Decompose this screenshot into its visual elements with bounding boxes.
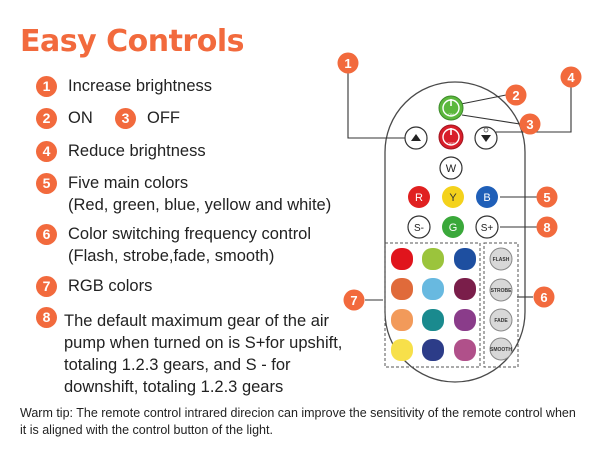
rgb-color-button[interactable] — [391, 278, 413, 300]
svg-text:6: 6 — [540, 290, 547, 305]
yellow-label: Y — [449, 192, 457, 204]
svg-text:1: 1 — [344, 56, 351, 71]
rgb-color-button[interactable] — [422, 339, 444, 361]
legend-badge-5: 5 — [36, 173, 57, 194]
legend-text-five-colors-detail: (Red, green, blue, yellow and white) — [68, 196, 332, 214]
flash-button[interactable]: FLASH — [489, 247, 513, 271]
legend-text-on: ON — [68, 109, 93, 127]
legend-text-frequency-control: Color switching frequency control — [68, 225, 312, 243]
callout-lines — [347, 72, 572, 301]
callout-badge-6: 6 — [533, 286, 555, 308]
fade-label: FADE — [494, 318, 508, 324]
yellow-button[interactable]: Y — [442, 186, 464, 208]
legend-text-speed-gears: The default maximum gear of the air pump… — [64, 312, 343, 396]
callout-badge-7: 7 — [343, 289, 365, 311]
legend-badge-1: 1 — [36, 76, 57, 97]
red-button[interactable]: R — [408, 186, 430, 208]
legend-text-off: OFF — [147, 109, 180, 127]
callout-badge-1: 1 — [337, 52, 359, 74]
callout-badge-4: 4 — [560, 66, 582, 88]
white-button[interactable]: W — [439, 156, 463, 180]
mode-buttons-box — [483, 242, 519, 368]
legend-badge-4: 4 — [36, 141, 57, 162]
brightness-down-icon — [481, 135, 491, 142]
blue-label: B — [483, 192, 490, 204]
red-label: R — [415, 192, 423, 204]
legend-text-reduce-brightness: Reduce brightness — [68, 142, 206, 160]
svg-text:2: 2 — [512, 88, 519, 103]
legend-text-rgb-colors: RGB colors — [68, 277, 153, 295]
svg-text:8: 8 — [543, 220, 550, 235]
rgb-color-button[interactable] — [422, 248, 444, 270]
callout-badge-3: 3 — [519, 113, 541, 135]
warm-tip: Warm tip: The remote control intrared di… — [20, 406, 576, 437]
rgb-color-button[interactable] — [391, 248, 413, 270]
svg-text:4: 4 — [567, 70, 575, 85]
smooth-label: SMOOTH — [490, 347, 512, 353]
off-button[interactable]: OFF — [438, 124, 464, 150]
brightness-up-icon — [411, 134, 421, 141]
rgb-color-button[interactable] — [391, 309, 413, 331]
rgb-grid-box — [384, 242, 481, 368]
svg-text:7: 7 — [350, 293, 357, 308]
rgb-color-button[interactable] — [422, 309, 444, 331]
legend-badge-8: 8 — [36, 307, 57, 328]
callout-badge-5: 5 — [536, 186, 558, 208]
off-label: OFF — [447, 141, 456, 146]
svg-text:5: 5 — [543, 190, 550, 205]
speed-up-button[interactable]: S+ — [475, 215, 499, 239]
smooth-button[interactable]: SMOOTH — [489, 337, 513, 361]
green-button[interactable]: G — [442, 216, 464, 238]
legend-text-frequency-detail: (Flash, strobe,fade, smooth) — [68, 247, 275, 265]
brightness-down-button[interactable] — [474, 126, 498, 150]
on-label: ON — [448, 112, 454, 117]
callout-badge-2: 2 — [505, 84, 527, 106]
strobe-label: STROBE — [491, 288, 513, 294]
rgb-color-button[interactable] — [422, 278, 444, 300]
speed-down-label: S- — [414, 223, 424, 234]
blue-button[interactable]: B — [476, 186, 498, 208]
callout-badge-8: 8 — [536, 216, 558, 238]
on-button[interactable]: ON — [438, 95, 464, 121]
sun-icon — [483, 127, 489, 133]
rgb-color-button[interactable] — [454, 248, 476, 270]
strobe-button[interactable]: STROBE — [489, 278, 513, 302]
brightness-up-button[interactable] — [404, 126, 428, 150]
rgb-color-button[interactable] — [454, 339, 476, 361]
white-label: W — [446, 163, 457, 175]
rgb-color-grid — [391, 248, 476, 361]
svg-text:3: 3 — [526, 117, 533, 132]
page-title: Easy Controls — [20, 24, 244, 59]
legend-text-increase-brightness: Increase brightness — [68, 77, 212, 95]
rgb-color-button[interactable] — [454, 309, 476, 331]
flash-label: FLASH — [493, 257, 510, 263]
legend-badge-2: 2 — [36, 108, 57, 129]
legend-badge-7: 7 — [36, 276, 57, 297]
rgb-color-button[interactable] — [391, 339, 413, 361]
speed-down-button[interactable]: S- — [407, 215, 431, 239]
legend-badge-6: 6 — [36, 224, 57, 245]
rgb-color-button[interactable] — [454, 278, 476, 300]
speed-up-label: S+ — [481, 223, 494, 234]
legend-badge-3: 3 — [115, 108, 136, 129]
fade-button[interactable]: FADE — [489, 308, 513, 332]
legend-text-five-colors: Five main colors — [68, 174, 189, 192]
green-label: G — [449, 222, 458, 234]
